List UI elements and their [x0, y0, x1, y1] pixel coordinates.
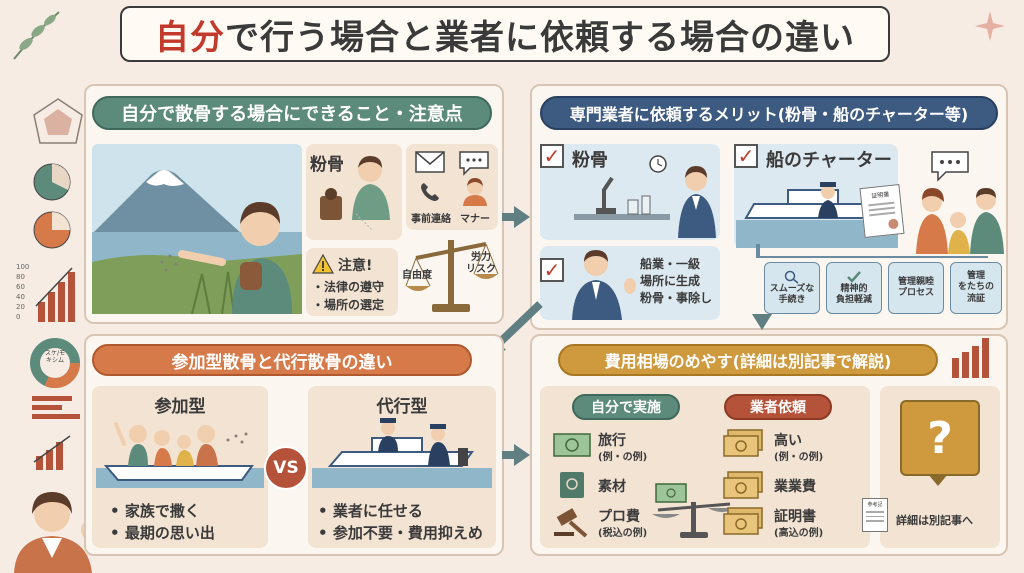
passport-icon [560, 472, 584, 498]
pro-cost-item: 業業費 [774, 479, 816, 495]
staff-person-illustration [572, 250, 636, 320]
pro-cost-sub: (例・の例) [774, 452, 824, 463]
self-cost-sub: (税込の例) [598, 528, 648, 539]
staff-boat-illustration [312, 418, 492, 488]
hbar-chart-icon [32, 396, 80, 419]
participation-title: 参加型 [154, 397, 206, 417]
speech-bubble-icon-2 [931, 151, 969, 182]
step-connector [756, 244, 760, 258]
step-management-process: 管理親睦 プロセス [888, 262, 944, 314]
arrow-down-icon [752, 314, 772, 330]
grinding-person-illustration [320, 156, 390, 231]
step-management-proof: 管理 をたちの 流証 [950, 262, 1002, 314]
caution-item: ・場所の選定 [312, 298, 385, 312]
pro-cost-title: 業者依頼 [724, 394, 832, 420]
phone-icon [421, 183, 439, 201]
self-cost-item: 素材 [598, 479, 626, 495]
lab-scene-illustration [574, 155, 716, 238]
caution-title: 注意! [338, 258, 373, 274]
powder-box [306, 144, 402, 240]
freedom-label: 自由度 [402, 270, 432, 281]
pro-cost-sub: (高込の例) [774, 528, 824, 539]
question-mark-icon: ? [900, 400, 980, 476]
compare-section-header: 参加型散骨と代行散骨の違い [92, 344, 472, 376]
arrow-shaft [502, 213, 516, 221]
arrow-shaft [502, 451, 516, 459]
arrow-right-icon [514, 206, 530, 228]
money-stack-icon-3 [723, 507, 763, 535]
donut-chart-icon [30, 338, 80, 388]
title-rest: で行う場合と業者に依頼する場合の違い [225, 17, 855, 58]
money-bill-icon [553, 433, 591, 457]
speech-bubble-icon [459, 151, 489, 176]
checkbox-icon: ✓ [540, 258, 564, 282]
step-connector [756, 256, 988, 258]
sparkle-icon [975, 11, 1005, 41]
step-mental-relief: 精神的 負担軽減 [826, 262, 882, 314]
check-icon [847, 270, 861, 283]
money-stack-icon-2 [723, 471, 763, 499]
self-section-header: 自分で散骨する場合にできること・注意点 [92, 96, 492, 130]
staff-note: 船業・一級 場所に生成 粉骨・事除し [640, 257, 713, 305]
question-bubble-tail [928, 474, 948, 486]
radar-chart-icon [33, 98, 83, 144]
pro-cost-item: 証明書 [774, 509, 816, 525]
money-stack-icon [723, 429, 763, 457]
title-highlight: 自分 [155, 17, 225, 58]
page-title: 自分で行う場合と業者に依頼する場合の違い [120, 6, 890, 62]
cost-section-header: 費用相場のめやす(詳細は別記事で解説) [558, 344, 938, 376]
participation-item: • 家族で撒く [110, 502, 200, 520]
detail-label: 詳細は別記事へ [896, 514, 973, 527]
step-smooth-procedure: スムーズな 手続き [764, 262, 820, 314]
self-cost-title: 自分で実施 [572, 394, 680, 420]
charter-label: 船のチャーター [766, 150, 892, 171]
proxy-item: • 参加不要・費用抑えめ [318, 524, 483, 542]
family-illustration [916, 188, 1004, 254]
certificate-icon: 証明書 [859, 184, 905, 238]
family-boat-illustration [96, 422, 264, 488]
warning-icon [312, 254, 334, 274]
gavel-icon [554, 508, 588, 538]
pie-chart-icon [33, 163, 71, 201]
self-cost-item: 旅行 [598, 433, 626, 449]
magnifier-icon [784, 270, 799, 284]
certificate-label: 証明書 [871, 191, 890, 201]
proxy-title: 代行型 [376, 397, 428, 417]
participation-item: • 最期の思い出 [110, 524, 215, 542]
pie-chart-icon-2 [33, 211, 71, 249]
bar-chart-icon-2 [33, 435, 71, 470]
balance-scale-icon [405, 240, 499, 312]
powder-label: 粉骨 [310, 155, 344, 175]
self-cost-item: プロ費 [598, 509, 640, 525]
pro-section-header: 専門業者に依頼するメリット(粉骨・船のチャーター等) [540, 96, 998, 130]
vs-badge: VS [264, 446, 308, 490]
donut-label: スケ/モ キシム [44, 350, 66, 365]
mail-icon [415, 151, 445, 173]
person-avatar-icon [463, 178, 487, 206]
labor-risk-label: 労力 リスク [466, 252, 496, 275]
contact-label: 事前連絡 [411, 214, 451, 225]
checkbox-icon: ✓ [734, 144, 758, 168]
mountain-sea-scene [92, 144, 302, 314]
pro-powder-label: 粉骨 [572, 150, 608, 171]
checkbox-icon: ✓ [540, 144, 564, 168]
manner-label: マナー [460, 214, 490, 225]
bar-chart-icon-3 [952, 338, 989, 378]
proxy-item: • 業者に任せる [318, 502, 423, 520]
self-cost-sub: (例・の例) [598, 452, 648, 463]
memo-icon: 参考記 [862, 498, 888, 532]
leaf-decoration-icon [13, 11, 60, 60]
caution-item: ・法律の遵守 [312, 280, 385, 294]
arrow-right-icon [514, 444, 530, 466]
pro-cost-item: 高い [774, 433, 802, 449]
bar-chart-icon [35, 267, 75, 322]
